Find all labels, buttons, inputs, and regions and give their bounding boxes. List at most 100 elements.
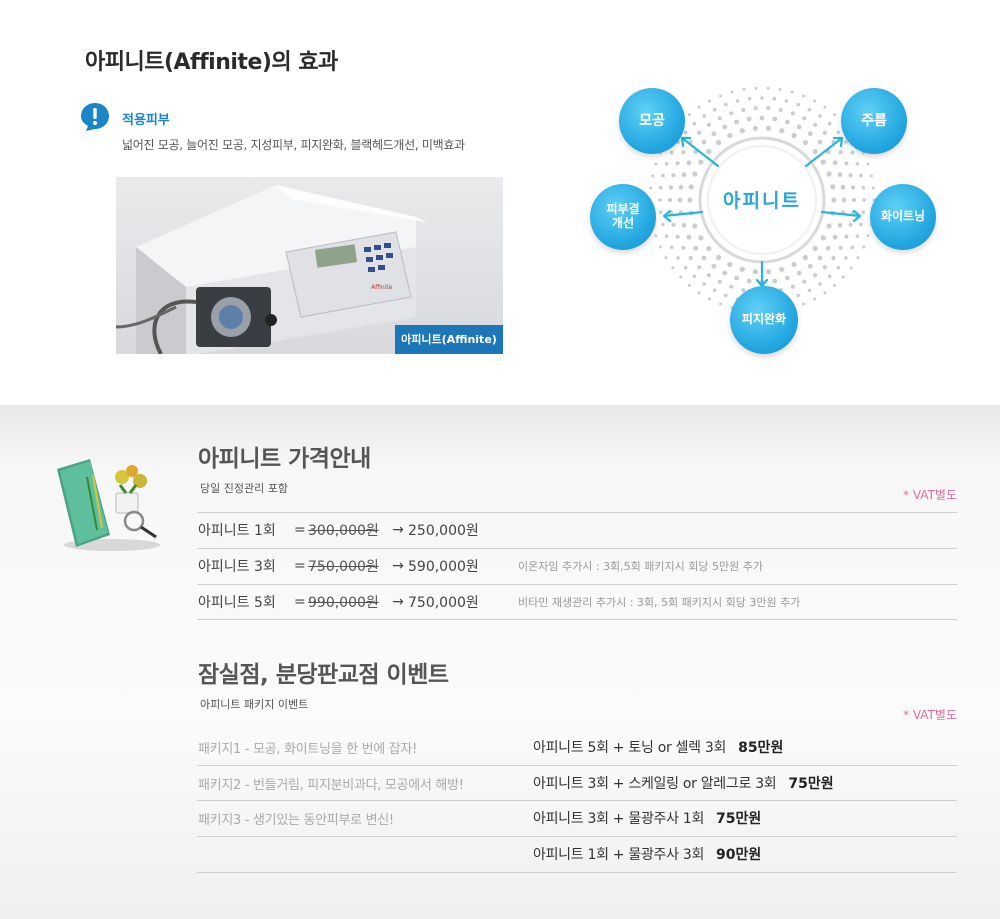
ring-dot — [658, 185, 663, 190]
notebook-plant-icon — [57, 459, 160, 551]
original-price: 990,000원 — [308, 595, 379, 611]
ring-dot — [701, 139, 707, 145]
package-detail: 아피니트 1회 + 물광주사 3회 — [533, 847, 705, 863]
ring-dot — [802, 254, 808, 261]
ring-dot — [859, 173, 863, 178]
ring-dot — [746, 116, 752, 122]
ring-dot — [742, 88, 746, 91]
ring-dot — [730, 90, 734, 94]
ring-dot — [841, 197, 847, 203]
ring-dot — [844, 256, 848, 260]
ring-dot — [671, 173, 676, 178]
ring-dot — [688, 256, 693, 261]
ring-dot — [836, 265, 841, 270]
package-price: 85만원 — [738, 740, 784, 756]
ring-dot — [688, 283, 691, 287]
bubble-pore: 모공 — [619, 88, 685, 154]
divider — [197, 619, 957, 620]
ring-dot — [813, 99, 816, 103]
equals-sign: = — [294, 594, 306, 610]
ring-dot — [702, 282, 706, 286]
ring-dot — [752, 269, 758, 275]
ring-dot — [826, 171, 832, 177]
ring-dot — [729, 111, 734, 116]
ring-dot — [729, 284, 734, 289]
package-row: 패키지1 - 모공, 화이트닝을 한 번에 잡자! 아피니트 5회 + 토닝 o… — [198, 729, 958, 765]
divider — [197, 584, 957, 585]
ring-dot — [679, 275, 683, 279]
ring-dot — [826, 223, 832, 229]
ring-dot — [734, 119, 740, 125]
pricing-section: 아피니트 가격안내 당일 진정관리 포함 * VAT별도 아피니트 1회 = 3… — [0, 405, 1000, 919]
ring-dot — [661, 173, 665, 178]
ring-dot — [817, 255, 823, 261]
ring-dot — [688, 184, 694, 190]
ring-dot — [701, 255, 707, 261]
divider — [197, 836, 957, 837]
ring-dot — [784, 119, 790, 125]
ring-dot — [654, 234, 658, 238]
ring-dot — [722, 124, 728, 130]
ring-dot — [851, 197, 857, 203]
ring-dot — [802, 279, 807, 284]
ring-dot — [687, 197, 693, 203]
ring-dot — [651, 174, 655, 178]
affinite-device-illustration: Affinite — [116, 185, 426, 354]
package-price: 90만원 — [716, 847, 762, 863]
ring-dot — [717, 279, 722, 284]
ring-dot — [688, 113, 691, 117]
ring-dot — [838, 150, 843, 155]
ring-dot — [766, 269, 772, 275]
ring-dot — [820, 235, 826, 241]
ring-dot — [791, 261, 797, 268]
ring-dot — [844, 161, 849, 166]
ring-dot — [706, 245, 712, 252]
ring-dot — [871, 186, 875, 190]
ring-dot — [862, 198, 866, 202]
price-item-name: 아피니트 1회 — [198, 523, 276, 539]
ring-dot — [813, 297, 816, 301]
pricing-title: 아피니트 가격안내 — [198, 446, 371, 472]
ring-dot — [838, 245, 843, 250]
ring-dot — [681, 222, 687, 228]
ring-dot — [796, 124, 802, 130]
ring-dot — [837, 172, 843, 178]
ring-dot — [739, 266, 745, 272]
ring-dot — [697, 105, 701, 109]
ring-dot — [818, 282, 822, 286]
package-price: 75만원 — [716, 811, 762, 827]
ring-dot — [812, 245, 818, 252]
bubble-skin-texture: 피부결 개선 — [590, 184, 656, 250]
ring-dot — [664, 256, 668, 260]
ring-dot — [841, 275, 845, 279]
ring-dot — [848, 173, 853, 178]
ring-dot — [778, 107, 783, 112]
ring-dot — [772, 116, 778, 122]
divider — [197, 765, 957, 766]
skin-type-description: 넓어진 모공, 늘어진 모공, 지성피부, 피지완화, 블랙헤드개선, 미백효과 — [122, 138, 465, 152]
ring-dot — [840, 184, 846, 190]
ring-dot — [702, 114, 706, 118]
ring-dot — [727, 132, 733, 139]
ring-dot — [831, 256, 836, 261]
ring-dot — [833, 283, 836, 287]
ring-dot — [746, 278, 752, 284]
sale-price: 590,000원 — [408, 559, 479, 575]
event-vat-note: * VAT별도 — [903, 708, 957, 722]
ring-dot — [807, 131, 813, 137]
ring-dot — [850, 245, 855, 250]
ring-dot — [735, 99, 740, 103]
ring-dot — [812, 148, 818, 155]
ring-dot — [676, 256, 680, 260]
divider — [197, 872, 957, 873]
bubble-wrinkle: 주름 — [841, 88, 907, 154]
ring-dot — [772, 278, 778, 284]
package-name: 패키지1 - 모공, 화이트닝을 한 번에 잡자! — [198, 741, 418, 757]
price-item-name: 아피니트 5회 — [198, 595, 276, 611]
ring-dot — [683, 265, 688, 270]
ring-dot — [802, 94, 805, 98]
ring-dot — [791, 132, 797, 139]
ring-dot — [837, 222, 843, 228]
ring-dot — [832, 160, 838, 166]
ring-dot — [658, 245, 662, 249]
